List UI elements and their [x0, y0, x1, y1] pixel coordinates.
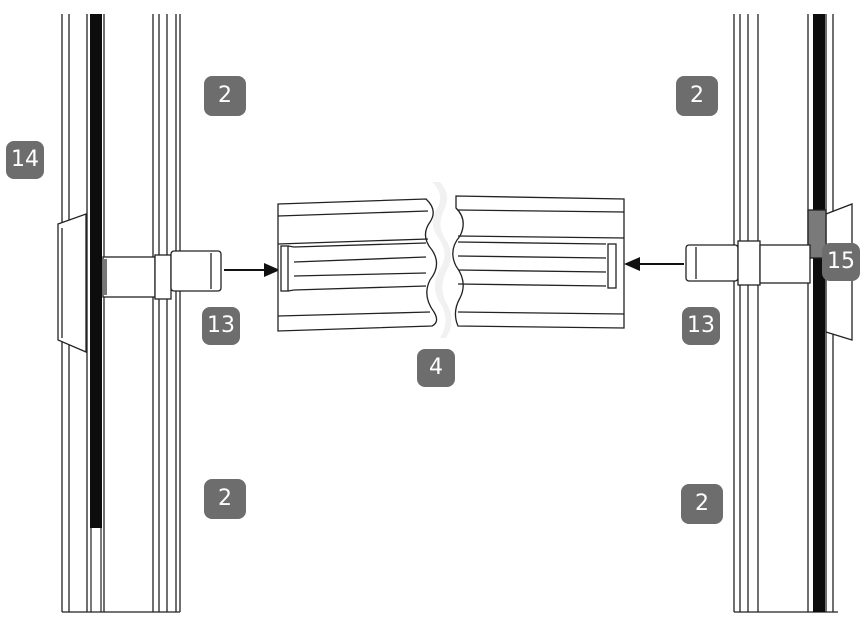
beam-4: [277, 195, 625, 332]
callout-beam: 4: [417, 349, 455, 387]
right-arrow: [624, 257, 684, 271]
callout-right-bracket: 15: [822, 243, 860, 281]
callout-frame-right-top: 2: [676, 76, 718, 116]
callout-frame-right-bottom: 2: [681, 484, 723, 524]
right-connector-13: [685, 240, 811, 286]
left-arrow: [224, 263, 280, 277]
right-frame-seal-strip: [813, 14, 825, 612]
callout-frame-left-bottom: 2: [204, 479, 246, 519]
left-frame-seal-strip: [90, 14, 102, 528]
left-frame-profile: [61, 14, 181, 613]
left-connector-13: [102, 250, 222, 300]
left-bracket-14: [57, 213, 87, 353]
callout-frame-left-top: 2: [204, 76, 246, 116]
callout-left-bracket: 14: [6, 141, 44, 179]
callout-left-connector: 13: [202, 307, 240, 345]
callout-right-connector: 13: [682, 307, 720, 345]
beam-break-gap: [432, 182, 452, 338]
